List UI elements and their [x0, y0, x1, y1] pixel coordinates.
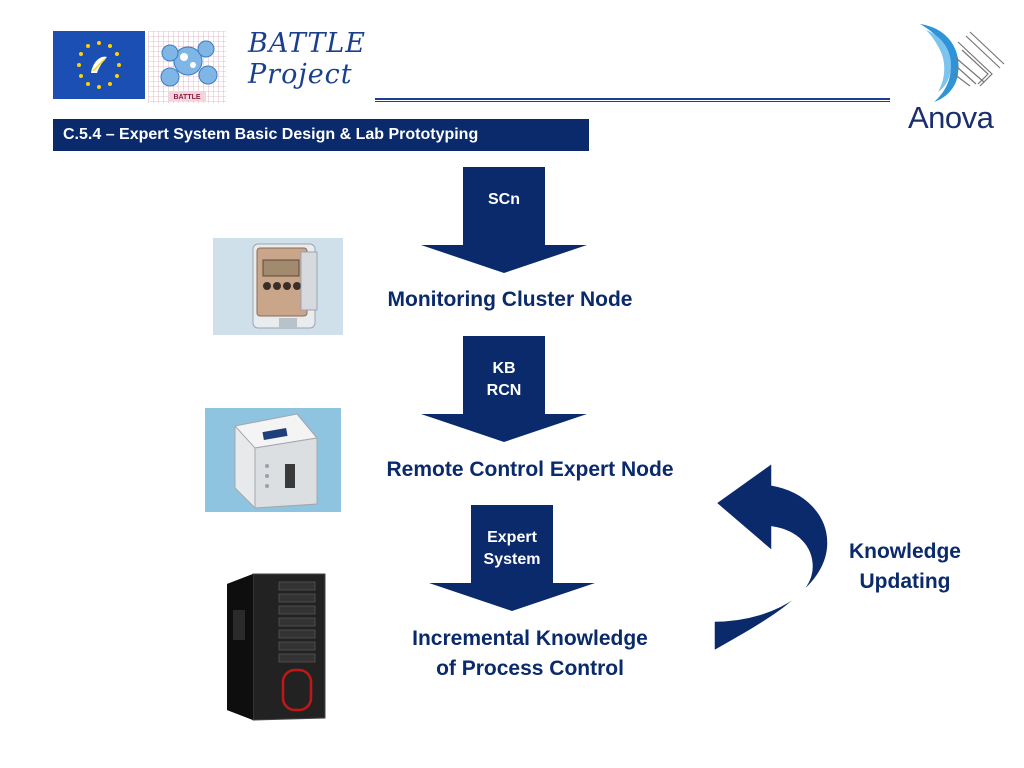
node-label-monitoring: Monitoring Cluster Node	[330, 285, 690, 315]
arrow-label-1-line1: SCn	[488, 191, 520, 208]
node-label-incremental-line1: Incremental Knowledge	[412, 627, 648, 650]
arrow-label-2: KB RCN	[463, 358, 545, 402]
node-label-remote-control: Remote Control Expert Node	[330, 455, 730, 485]
down-arrow-1	[421, 167, 587, 273]
anova-logo-text: Anova	[908, 100, 994, 135]
arrow-label-2-line1: KB	[492, 360, 516, 377]
feedback-label-line1: Knowledge	[848, 540, 961, 563]
arrow-label-3-line2: System	[483, 551, 541, 568]
header-divider	[375, 98, 890, 102]
feedback-label: Knowledge Updating	[830, 537, 980, 597]
monitoring-device-photo	[213, 238, 343, 335]
node-label-monitoring-line1: Monitoring Cluster Node	[387, 288, 633, 311]
node-label-incremental-line2: of Process Control	[436, 657, 624, 680]
arrow-label-3-line1: Expert	[487, 529, 537, 546]
arrow-label-1: SCn	[463, 189, 545, 211]
project-title-line1: BATTLE	[248, 28, 367, 59]
node-label-incremental-knowledge: Incremental Knowledge of Process Control	[350, 624, 710, 684]
node-label-remote-control-line1: Remote Control Expert Node	[386, 458, 674, 481]
arrow-label-3: Expert System	[471, 527, 553, 571]
expert-system-pc-photo	[213, 570, 331, 725]
anova-logo-icon	[900, 22, 1010, 134]
battle-logo-icon: BATTLE	[148, 31, 226, 103]
feedback-curved-arrow	[713, 461, 829, 653]
eu-life-flag-icon	[53, 31, 145, 99]
down-arrow-3	[429, 505, 595, 611]
remote-control-device-photo	[205, 408, 341, 512]
svg-text:BATTLE: BATTLE	[173, 94, 200, 101]
project-title: BATTLE Project	[248, 28, 366, 90]
feedback-label-line2: Updating	[859, 570, 951, 593]
down-arrow-2	[421, 336, 587, 442]
section-title-banner: C.5.4 – Expert System Basic Design & Lab…	[53, 119, 589, 151]
arrow-label-2-line2: RCN	[486, 382, 522, 399]
project-title-line2: Project	[248, 59, 353, 90]
